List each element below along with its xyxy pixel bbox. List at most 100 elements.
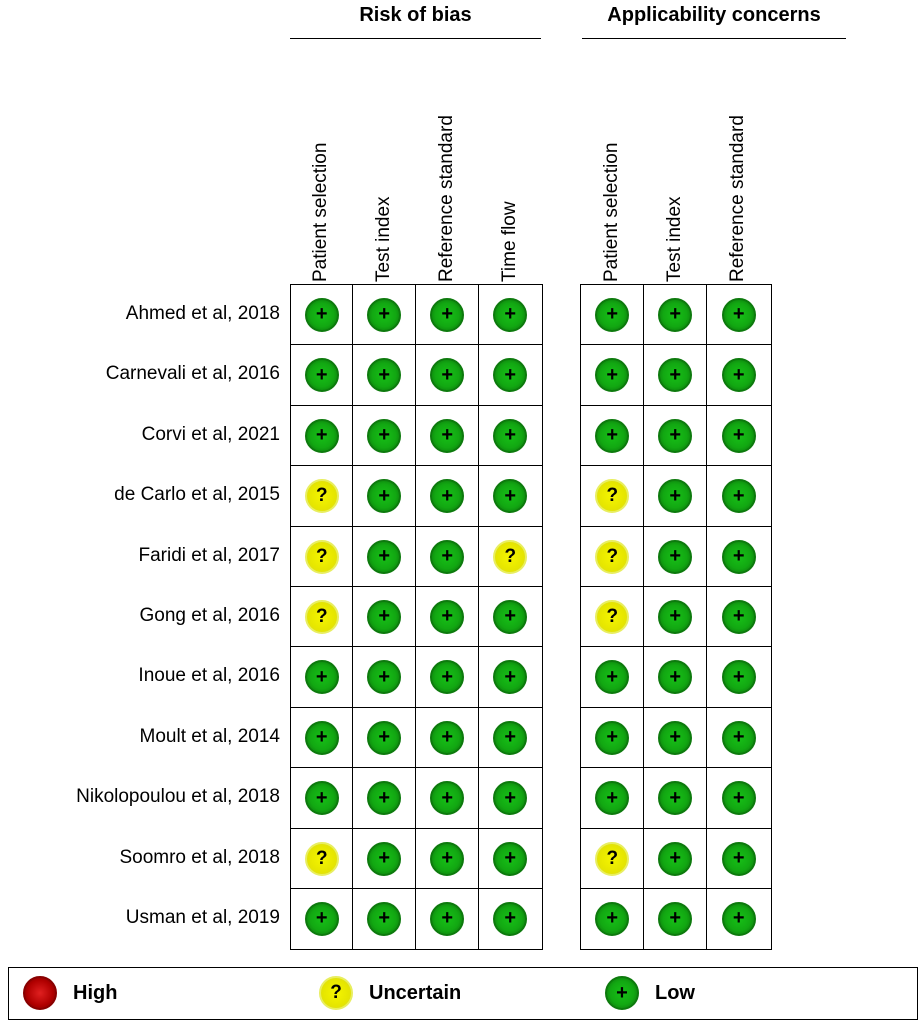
low-risk-icon: + [658,781,693,816]
uncertain-risk-icon: ? [304,841,339,876]
low-risk-icon: + [367,599,402,634]
table-cell: + [352,706,417,769]
table-cell: + [580,284,645,346]
low-risk-icon: + [430,720,465,755]
low-risk-icon: + [493,781,528,816]
low-risk-icon: + [595,660,630,695]
uncertain-risk-icon: ? [595,599,630,634]
low-risk-icon: + [367,418,402,453]
column-label: Patient selection [310,142,331,282]
table-cell: + [706,646,772,709]
table-cell: + [478,706,543,769]
table-cell: + [706,284,772,346]
table-cell: + [415,525,480,588]
table-cell: + [352,586,417,648]
group-underline-0 [290,38,541,39]
table-cell: + [352,465,417,528]
table-cell: + [706,586,772,648]
table-cell: + [580,646,645,709]
low-risk-icon: + [658,418,693,453]
low-risk-icon: + [367,841,402,876]
low-risk-icon: + [304,418,339,453]
low-risk-icon: + [430,841,465,876]
table-cell: + [415,344,480,407]
legend-label: High [73,981,118,1004]
low-risk-icon: + [721,539,756,574]
table-cell: + [478,586,543,648]
low-risk-icon: + [304,781,339,816]
table-cell: ? [580,525,645,588]
table-cell: + [478,888,543,950]
low-risk-icon: + [721,297,756,332]
low-risk-icon: + [595,781,630,816]
low-risk-icon: + [721,599,756,634]
table-cell: + [706,767,772,830]
table-cell: + [352,284,417,346]
column-label: Reference standard [727,115,748,282]
uncertain-risk-icon: ? [595,841,630,876]
uncertain-risk-icon: ? [595,479,630,514]
table-cell: + [643,284,708,346]
table-cell: + [415,586,480,648]
table-cell: + [643,525,708,588]
table-cell: + [415,827,480,890]
table-cell: + [415,284,480,346]
low-risk-icon: + [304,901,339,936]
legend-item-low: +Low [605,976,695,1010]
legend-label: Uncertain [369,981,462,1004]
low-risk-icon: + [721,901,756,936]
table-cell: + [290,706,354,769]
low-risk-icon: + [430,901,465,936]
group-title-0: Risk of bias [359,4,472,26]
low-risk-icon: + [304,660,339,695]
table-cell: + [706,827,772,890]
low-risk-icon: + [658,660,693,695]
table-cell: ? [478,525,543,588]
table-cell: + [643,344,708,407]
table-cell: + [706,706,772,769]
table-cell: + [706,525,772,588]
table-cell: ? [290,586,354,648]
table-cell: + [643,827,708,890]
low-risk-icon: + [605,976,639,1010]
study-label: Corvi et al, 2021 [141,423,280,445]
low-risk-icon: + [721,418,756,453]
study-label: Inoue et al, 2016 [138,665,280,687]
low-risk-icon: + [658,901,693,936]
table-cell: + [706,465,772,528]
study-label: Soomro et al, 2018 [119,846,280,868]
table-cell: + [478,827,543,890]
table-cell: + [478,284,543,346]
table-cell: + [580,344,645,407]
table-cell: + [580,706,645,769]
low-risk-icon: + [595,720,630,755]
high-risk-icon [23,976,57,1010]
table-cell: + [580,767,645,830]
low-risk-icon: + [367,901,402,936]
low-risk-icon: + [658,599,693,634]
low-risk-icon: + [493,901,528,936]
low-risk-icon: + [721,479,756,514]
study-label: Moult et al, 2014 [139,725,280,747]
table-cell: + [478,646,543,709]
table-cell: + [290,344,354,407]
low-risk-icon: + [430,781,465,816]
table-cell: + [352,827,417,890]
low-risk-icon: + [721,841,756,876]
table-cell: + [415,888,480,950]
low-risk-icon: + [493,297,528,332]
low-risk-icon: + [367,781,402,816]
study-label: Usman et al, 2019 [125,907,280,928]
table-cell: + [352,404,417,467]
table-cell: ? [290,827,354,890]
table-cell: ? [290,525,354,588]
low-risk-icon: + [430,479,465,514]
low-risk-icon: + [304,297,339,332]
uncertain-risk-icon: ? [595,539,630,574]
group-underline-1 [582,38,846,39]
table-cell: + [643,404,708,467]
column-label: Reference standard [435,115,457,282]
low-risk-icon: + [595,358,630,393]
table-cell: + [706,404,772,467]
table-cell: + [352,646,417,709]
